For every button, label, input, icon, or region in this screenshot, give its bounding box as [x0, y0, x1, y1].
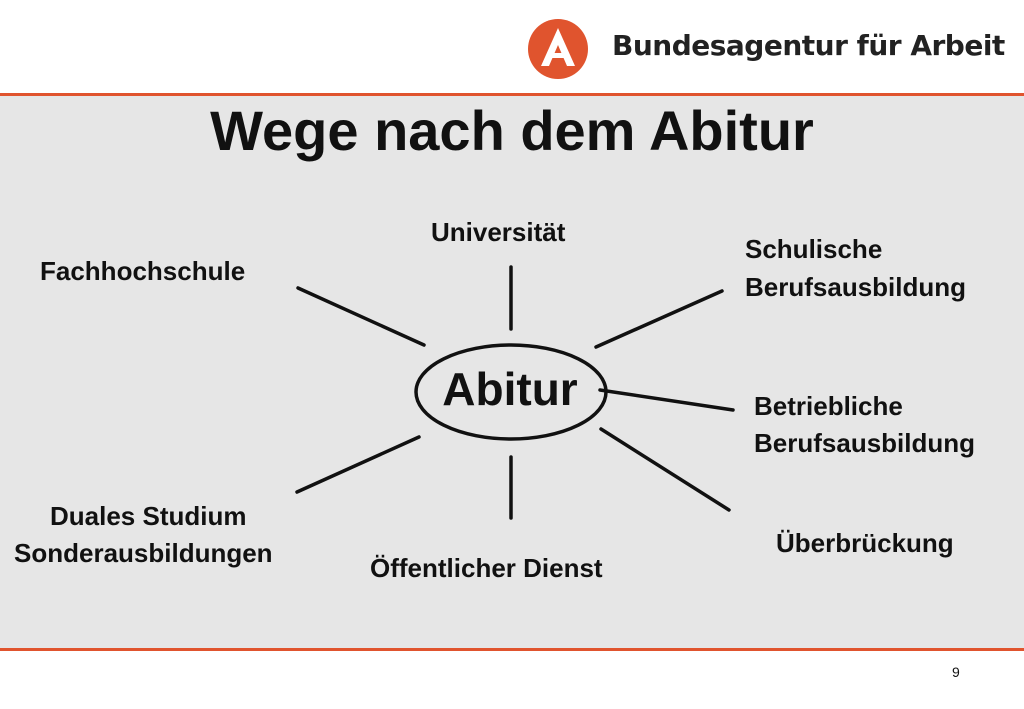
- branch-betriebliche-line-1: Betriebliche: [754, 391, 903, 421]
- slide-content-area: [0, 96, 1024, 648]
- branch-duales-line-1: Duales Studium: [50, 501, 247, 531]
- branch-fachhochschule: Fachhochschule: [40, 256, 246, 286]
- connector-fachhochschule: [296, 286, 426, 347]
- branch-schulische-line-2: Berufsausbildung: [745, 272, 967, 302]
- organization-name: Bundesagentur für Arbeit: [612, 29, 1005, 62]
- branch-ueberbrueckung: Überbrückung: [776, 528, 954, 558]
- branch-schulische-line-1: Schulische: [745, 234, 883, 264]
- branch-duales-line-2: Sonderausbildungen: [14, 538, 273, 568]
- center-node-abitur: Abitur: [442, 363, 578, 415]
- connector-ueberbrueckung: [599, 427, 731, 512]
- branch-universitaet: Universität: [431, 217, 566, 247]
- page-number: 9: [952, 664, 960, 680]
- connector-duales: [295, 435, 421, 494]
- bottom-divider: [0, 648, 1024, 651]
- connector-betriebliche: [598, 388, 735, 412]
- ba-logo-icon: [528, 19, 588, 79]
- branch-betriebliche-line-2: Berufsausbildung: [754, 428, 976, 458]
- slide-title: Wege nach dem Abitur: [210, 99, 814, 162]
- connector-schulische: [594, 289, 724, 349]
- branch-oeffentlicher-dienst: Öffentlicher Dienst: [370, 553, 603, 583]
- top-divider: [0, 93, 1024, 96]
- header: Bundesagentur für Arbeit: [0, 0, 1024, 94]
